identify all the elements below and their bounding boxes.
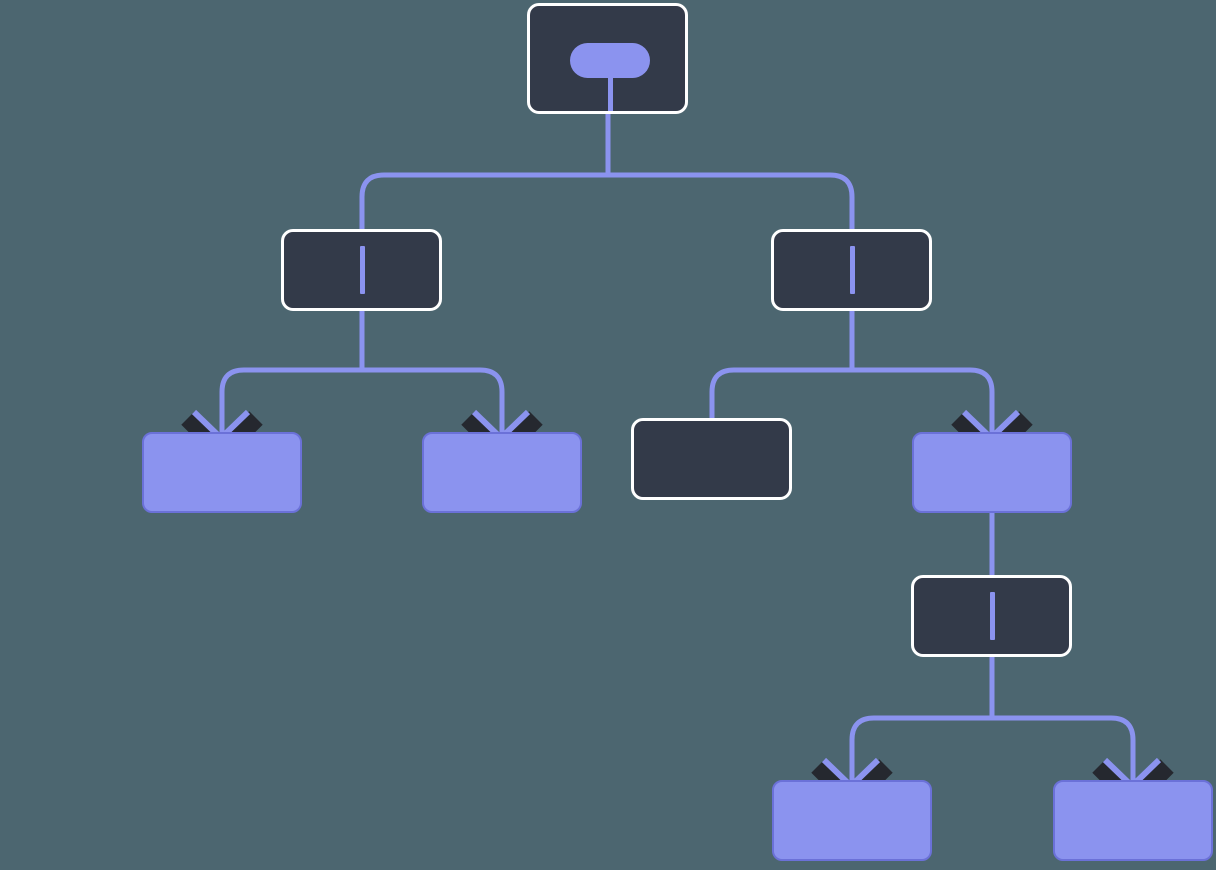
tree-node-l4-right[interactable] — [1053, 780, 1213, 861]
connector-edge — [605, 114, 855, 229]
tree-node-l1-right[interactable] — [771, 229, 932, 311]
connector-edge — [359, 311, 505, 432]
connector-edge — [709, 311, 855, 418]
tree-node-l2-c[interactable] — [631, 418, 792, 500]
node-inner-stem — [607, 77, 613, 111]
node-inner-bar — [849, 246, 855, 294]
connector-edge — [219, 311, 365, 432]
node-inner-bar — [359, 246, 365, 294]
connector-edge — [849, 311, 995, 432]
tree-node-l4-left[interactable] — [772, 780, 932, 861]
tree-node-l1-left[interactable] — [281, 229, 442, 311]
tree-node-l2-d[interactable] — [912, 432, 1072, 513]
tree-node-l3[interactable] — [911, 575, 1072, 657]
connector-edge — [989, 657, 1136, 780]
tree-node-l2-b[interactable] — [422, 432, 582, 513]
node-inner-pill — [569, 43, 650, 78]
tree-node-root[interactable] — [527, 3, 688, 114]
tree-node-l2-a[interactable] — [142, 432, 302, 513]
connector-edge — [849, 657, 995, 780]
node-inner-bar — [989, 592, 995, 640]
connector-edge — [359, 114, 611, 229]
